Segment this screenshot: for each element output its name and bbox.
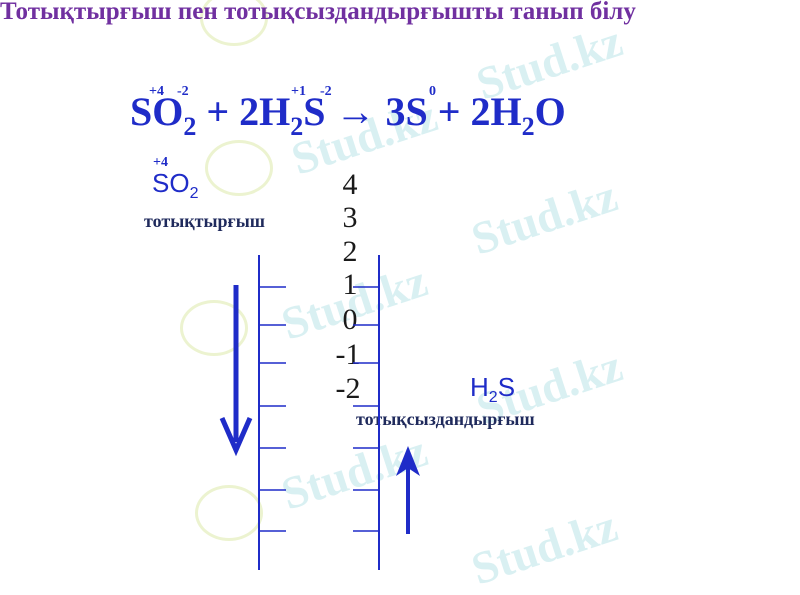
ox-state-s-in-h2s: -2: [320, 84, 332, 99]
down-arrow-head: [219, 416, 253, 457]
page-title: Тотықтырғыш пен тотықсыздандырғышты таны…: [0, 0, 636, 25]
scale-label: 3: [342, 201, 358, 234]
sulfur-product: 3S: [385, 89, 428, 134]
reaction-arrow: →: [335, 89, 376, 134]
scale-label: 4: [342, 168, 358, 201]
ox-state-s-reactant: +4: [149, 84, 164, 99]
reducer-formula: H2S: [470, 372, 516, 407]
ox-state-h: +1: [291, 84, 306, 99]
ox-state-s-product: 0: [429, 84, 436, 99]
watermark-logo: [200, 0, 268, 46]
water-formula: + 2H: [437, 89, 522, 134]
so2-formula: SO: [130, 89, 184, 134]
scale-label: 2: [342, 235, 358, 268]
oxidizer-ox-state: +4: [153, 155, 168, 170]
reducer-caption: тотықсыздандырғыш: [356, 409, 535, 429]
h2s-coef-formula: + 2H: [206, 89, 291, 134]
watermark-logo: [180, 300, 248, 356]
oxidizer-formula: SO2: [152, 168, 199, 203]
watermark-logo: [205, 140, 273, 196]
scale-label: 1: [342, 268, 358, 301]
oxidation-scale-diagram: [219, 255, 420, 570]
scale-label: -2: [335, 372, 361, 405]
ox-state-o-reactant: -2: [177, 84, 189, 99]
scale-label: -1: [335, 338, 361, 371]
scale-label: 0: [342, 303, 358, 336]
up-arrow-head: [396, 446, 420, 476]
watermark-logo: [195, 485, 263, 541]
chemical-equation: SO2 + 2H2S → 3S + 2H2O: [130, 89, 566, 141]
oxidizer-caption: тотықтырғыш: [144, 211, 265, 231]
